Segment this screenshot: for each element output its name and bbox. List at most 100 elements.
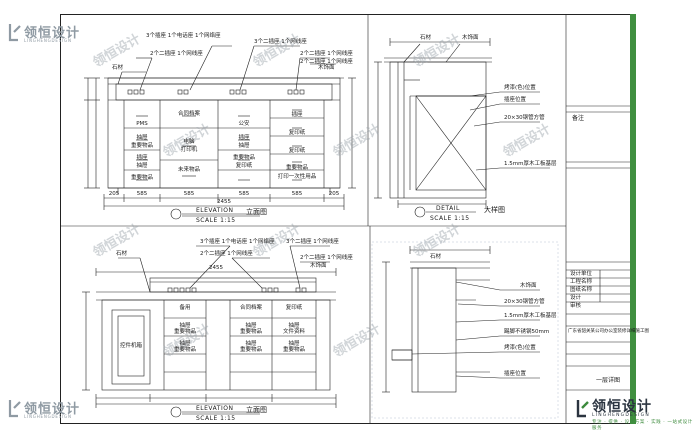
detail-note: 20×30钢管方管 xyxy=(504,299,545,305)
cell-label: 抽屉 xyxy=(245,341,257,347)
cell-label: 重要物品 xyxy=(130,143,154,149)
cell-label: 重要物品 xyxy=(173,329,197,335)
cell-label: 控件机箱 xyxy=(119,343,143,349)
cell-label: 复印纸 xyxy=(285,305,303,311)
cell-label: 文件资料 xyxy=(282,329,306,335)
cell-label: 重要物品 xyxy=(130,175,154,181)
material-label: 石材 xyxy=(420,35,432,41)
callout: 2个二插座 1个网线座 xyxy=(300,51,353,57)
brand-logo-bottom-left: 领恒设计 LINGHENGDESIGN xyxy=(8,396,118,436)
dim-label: 205 xyxy=(328,191,340,197)
material-label: 石材 xyxy=(116,251,128,257)
brand-sub: LINGHENGDESIGN xyxy=(592,413,650,418)
callout: 2个二插座 1个网线座 xyxy=(300,255,353,261)
brand-logo: 领恒设计 LINGHENGDESIGN 专注 · 提供 · 设计方案 · 实践 … xyxy=(574,394,696,431)
dim-total: 2455 xyxy=(209,265,223,271)
cell-label: 抽屉 xyxy=(245,323,257,329)
brand-mark-icon xyxy=(8,400,21,418)
view-scale: SCALE 1:15 xyxy=(196,415,236,422)
view-scale: SCALE 1:15 xyxy=(196,217,236,224)
detail-note: 踢脚不锈钢50mm xyxy=(504,329,550,335)
view-title: 立面图 xyxy=(246,208,267,216)
view-caption: ELEVATION xyxy=(196,405,234,412)
detail-note: 插座位置 xyxy=(504,371,527,377)
title-block-header: 备注 xyxy=(572,115,585,122)
brand-logo-top-left: 领恒设计 LINGHENGDESIGN xyxy=(8,20,118,60)
material-label: 木饰面 xyxy=(520,283,537,289)
dim-label: 585 xyxy=(291,191,303,197)
title-block-row: 图纸名称 xyxy=(570,287,593,293)
callout: 3个插座 1个电话座 1个网络座 xyxy=(146,33,221,39)
view-caption: ELEVATION xyxy=(196,207,234,214)
cell-label: 重要物品 xyxy=(173,347,197,353)
cell-label: PMS xyxy=(136,121,148,127)
cell-label: 公安 xyxy=(238,121,250,127)
dim-label: 585 xyxy=(238,191,250,197)
cell-label: 抽屉 xyxy=(288,323,300,329)
brand-sub: LINGHENGDESIGN xyxy=(24,38,72,43)
cell-label: 复印纸 xyxy=(288,130,306,136)
dim-label: 205 xyxy=(108,191,120,197)
dim-label: 585 xyxy=(183,191,195,197)
material-label: 石材 xyxy=(430,254,442,260)
cell-label: 抽屉 xyxy=(136,135,148,141)
cell-label: 插座 xyxy=(291,112,303,118)
title-block-row: 设计单位 xyxy=(570,271,593,277)
cell-label: 打印一次性用品 xyxy=(277,174,317,180)
cell-label: 复印纸 xyxy=(235,163,253,169)
brand-mark-icon xyxy=(576,400,589,418)
cell-label: 抽屉 xyxy=(288,341,300,347)
brand-name: 领恒设计 xyxy=(24,402,81,417)
material-label: 木饰面 xyxy=(462,35,479,41)
brand-name: 领恒设计 xyxy=(24,26,81,41)
cell-label: 打印机 xyxy=(180,147,198,153)
cell-label: 抽屉 xyxy=(179,341,191,347)
cell-label: 电脑 xyxy=(183,139,195,145)
cell-label: 重要物品 xyxy=(232,155,256,161)
detail-note: 插座位置 xyxy=(504,97,527,103)
material-label: 木饰面 xyxy=(318,65,335,71)
detail-note: 烤漆(色)位置 xyxy=(504,85,536,91)
cell-label: 重要物品 xyxy=(239,329,263,335)
cell-label: 备用 xyxy=(179,305,191,311)
callout: 2个二插座 1个网线座 xyxy=(300,59,353,65)
brand-sub: LINGHENGDESIGN xyxy=(24,414,72,419)
view-caption: DETAIL xyxy=(436,205,460,212)
callout: 3个插座 1个电话座 1个网络座 xyxy=(200,239,275,245)
callout: 3个二插座 1个网线座 xyxy=(286,239,339,245)
title-block-row: 设计 xyxy=(570,295,582,301)
cell-label: 重要物品 xyxy=(282,347,306,353)
cell-label: 抽屉 xyxy=(238,143,250,149)
cell-label: 未来物品 xyxy=(177,167,201,173)
cell-label: 合同档案 xyxy=(177,111,201,117)
dim-label: 585 xyxy=(136,191,148,197)
view-title: 立面图 xyxy=(246,406,267,414)
detail-note: 1.5mm厚木工板基层 xyxy=(504,313,557,319)
callout: 2个二插座 1个网线座 xyxy=(150,51,203,57)
callout: 2个二插座 1个网线座 xyxy=(200,251,253,257)
sheet-name: 一层详图 xyxy=(596,377,621,384)
cell-label: 插座 xyxy=(136,155,148,161)
cell-label: 抽屉 xyxy=(179,323,191,329)
detail-note: 20×30钢管方管 xyxy=(504,115,545,121)
cell-label: 抽屉 xyxy=(136,163,148,169)
view-title: 大样图 xyxy=(484,206,505,214)
dim-total: 2455 xyxy=(217,199,231,205)
detail-note: 1.5mm厚木工板基层 xyxy=(504,161,557,167)
material-label: 木饰面 xyxy=(310,263,327,269)
callout: 3个二插座 1个网线座 xyxy=(254,39,307,45)
cell-label: 重要物品 xyxy=(285,165,309,171)
title-block-row: 工程名称 xyxy=(570,279,593,285)
view-scale: SCALE 1:15 xyxy=(430,215,470,222)
cell-label: 插座 xyxy=(238,135,250,141)
brand-slogan: 专注 · 提供 · 设计方案 · 实践 · 一站式设计服务 xyxy=(592,420,693,431)
title-block-row: 审核 xyxy=(570,303,582,309)
material-label: 石材 xyxy=(112,65,124,71)
brand-mark-icon xyxy=(8,24,21,42)
cell-label: 合同档案 xyxy=(239,305,263,311)
cell-label: 复印纸 xyxy=(288,148,306,154)
detail-note: 烤漆(色)位置 xyxy=(504,345,536,351)
project-name: 广东省韶关某公司办公室装修详细施工图 xyxy=(568,329,649,334)
